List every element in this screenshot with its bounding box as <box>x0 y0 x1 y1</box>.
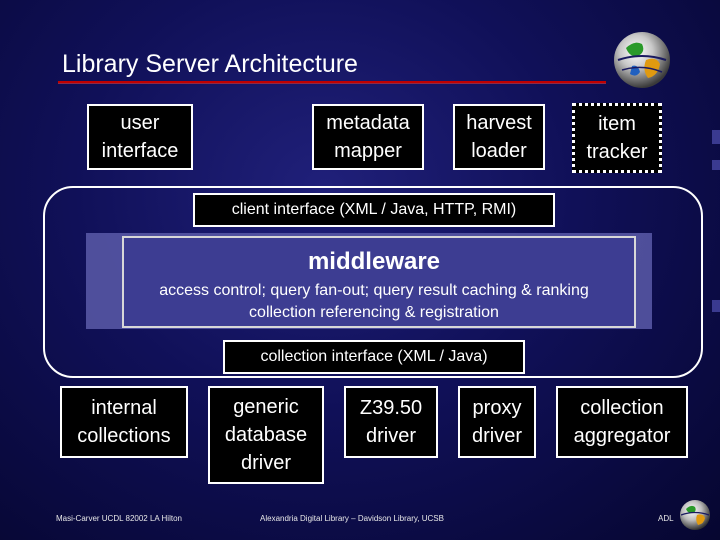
server-frame <box>43 186 703 378</box>
internal-collections-box: internal collections <box>60 386 188 458</box>
adl-globe-icon <box>680 500 710 530</box>
internal-collections-label: internal collections <box>77 397 171 447</box>
title-underline <box>58 81 606 83</box>
item-tracker-label: item tracker <box>586 113 648 163</box>
decorative-bar <box>712 300 720 312</box>
metadata-mapper-box: metadata mapper <box>312 104 424 170</box>
client-interface-label: client interface (XML / Java, HTTP, RMI) <box>231 201 517 218</box>
decorative-bar <box>712 160 720 170</box>
user-interface-label: user interface <box>101 112 179 162</box>
collection-aggregator-box: collection aggregator <box>556 386 688 458</box>
metadata-mapper-label: metadata mapper <box>326 112 410 162</box>
proxy-driver-box: proxy driver <box>458 386 536 458</box>
generic-database-driver-box: generic database driver <box>208 386 324 484</box>
globe-logo-icon <box>614 32 670 88</box>
middleware-description: access control; query fan-out; query res… <box>159 282 589 321</box>
footer-left: Masi-Carver UCDL 82002 LA Hilton <box>56 514 182 523</box>
z3950-driver-label: Z39.50 driver <box>359 397 423 447</box>
z3950-driver-box: Z39.50 driver <box>344 386 438 458</box>
page-title: Library Server Architecture <box>62 50 358 78</box>
title-underline-shadow <box>58 83 606 84</box>
item-tracker-box: item tracker <box>572 103 662 173</box>
harvest-loader-box: harvest loader <box>453 104 545 170</box>
harvest-loader-label: harvest loader <box>466 112 532 162</box>
user-interface-box: user interface <box>87 104 193 170</box>
middleware-box <box>122 236 636 328</box>
footer-center: Alexandria Digital Library – Davidson Li… <box>260 514 444 523</box>
client-interface-box: client interface (XML / Java, HTTP, RMI) <box>193 193 555 227</box>
collection-interface-label: collection interface (XML / Java) <box>260 348 488 365</box>
footer-right: ADL <box>658 514 674 523</box>
middleware-title: middleware <box>307 248 441 275</box>
generic-database-driver-label: generic database driver <box>224 396 308 474</box>
collection-aggregator-label: collection aggregator <box>573 397 671 447</box>
decorative-bar <box>712 130 720 144</box>
proxy-driver-label: proxy driver <box>471 397 522 447</box>
collection-interface-box: collection interface (XML / Java) <box>223 340 525 374</box>
